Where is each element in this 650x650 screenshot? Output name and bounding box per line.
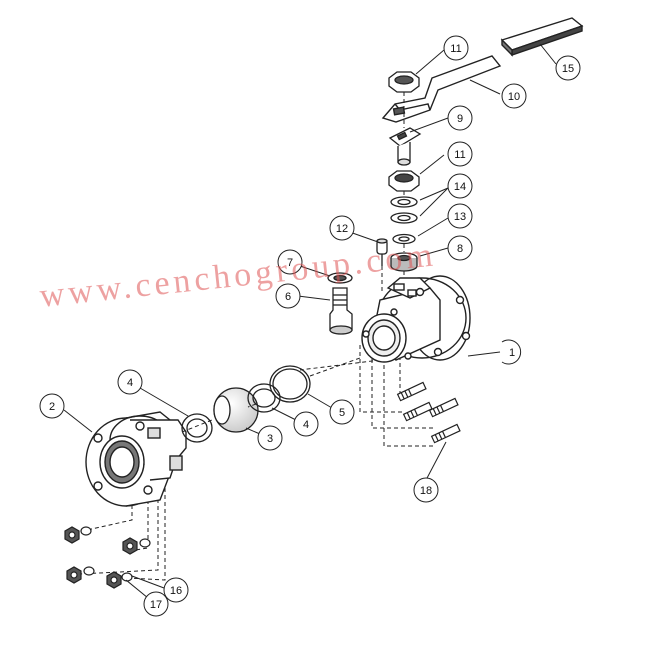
part-seat-left	[181, 413, 213, 443]
callout-labels: 1 2 3 4 4 5 6 7 8 9 10 11 11 12 13 14 15…	[39, 35, 581, 617]
callout-8: 8	[447, 235, 473, 261]
callout-17: 17	[143, 591, 169, 617]
svg-text:2: 2	[49, 401, 55, 413]
callout-14: 14	[447, 173, 473, 199]
part-stop-pin	[376, 238, 388, 266]
callout-16: 16	[163, 577, 189, 603]
part-stem	[329, 287, 353, 335]
part-belleville-washers	[390, 196, 418, 224]
callout-7: 7	[277, 249, 303, 275]
svg-text:14: 14	[454, 181, 466, 193]
callout-11-lower: 11	[447, 141, 473, 167]
part-o-ring	[327, 272, 353, 284]
callout-4-left: 4	[117, 369, 143, 395]
part-cap-nuts	[64, 526, 138, 589]
flow-axis-lines	[181, 357, 361, 433]
svg-text:4: 4	[303, 419, 309, 431]
part-body	[361, 275, 471, 363]
callout-11-top: 11	[443, 35, 469, 61]
callout-15: 15	[555, 55, 581, 81]
svg-text:1: 1	[509, 347, 515, 359]
part-handle-sleeve	[500, 17, 584, 57]
part-ball	[213, 387, 259, 433]
part-thrust-washer	[392, 233, 416, 245]
callout-18: 18	[413, 477, 439, 503]
part-lower-nut	[388, 170, 420, 192]
callout-2: 2	[39, 393, 65, 419]
part-stop-plate	[388, 127, 422, 166]
svg-text:11: 11	[454, 149, 465, 161]
callout-3: 3	[257, 425, 283, 451]
svg-text:12: 12	[336, 223, 348, 235]
svg-text:5: 5	[339, 407, 345, 419]
part-cap-washers	[80, 526, 151, 582]
svg-text:15: 15	[562, 63, 574, 75]
callout-9: 9	[447, 105, 473, 131]
callout-13: 13	[447, 203, 473, 229]
callout-4-right: 4	[293, 411, 319, 437]
svg-text:8: 8	[457, 243, 463, 255]
svg-text:16: 16	[170, 585, 182, 597]
assembly-lines	[77, 92, 436, 581]
svg-text:13: 13	[454, 211, 466, 223]
svg-text:11: 11	[450, 43, 461, 55]
leader-lines	[63, 43, 557, 599]
callout-6: 6	[275, 283, 301, 309]
callout-1: 1	[501, 339, 522, 365]
part-gland	[390, 252, 418, 272]
part-body-seal	[269, 365, 311, 403]
part-seat-right	[247, 383, 281, 413]
svg-text:7: 7	[287, 257, 293, 269]
part-handle	[381, 55, 502, 123]
svg-text:9: 9	[457, 113, 463, 125]
svg-text:10: 10	[508, 91, 520, 103]
callout-10: 10	[501, 83, 527, 109]
svg-text:6: 6	[285, 291, 291, 303]
svg-text:4: 4	[127, 377, 133, 389]
svg-text:18: 18	[420, 485, 432, 497]
callout-5: 5	[329, 399, 355, 425]
part-end-cap	[85, 411, 187, 507]
svg-text:3: 3	[267, 433, 273, 445]
part-top-nut	[388, 71, 420, 93]
callout-12: 12	[329, 215, 355, 241]
part-studs	[396, 381, 461, 444]
svg-text:17: 17	[150, 599, 162, 611]
